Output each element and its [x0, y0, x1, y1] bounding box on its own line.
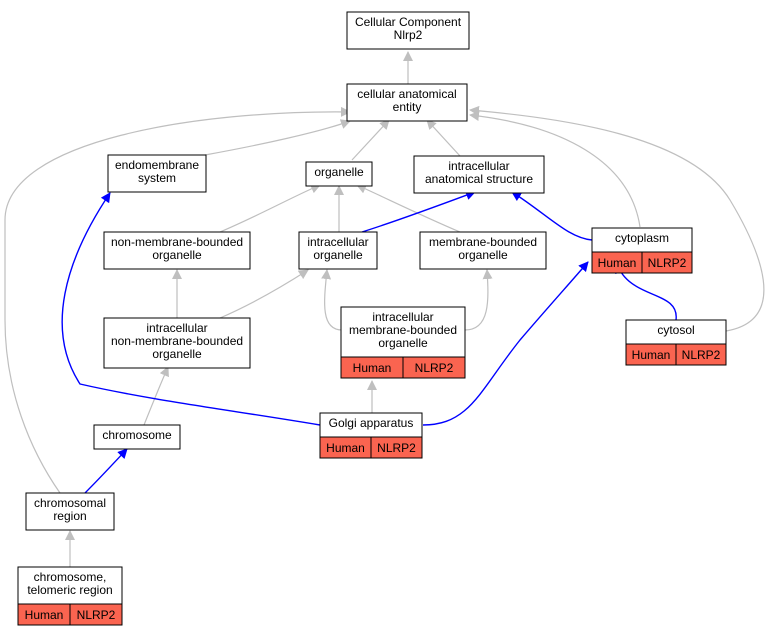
- node-label: endomembrane: [115, 158, 199, 172]
- annotation-label: Human: [353, 361, 392, 375]
- node-label: organelle: [458, 248, 508, 262]
- edge-chromregion-to-chromosome: [84, 448, 128, 494]
- edge-organelle-to-cae: [351, 119, 390, 161]
- node-organelle[interactable]: organelle: [305, 161, 373, 187]
- node-box: [17, 566, 123, 605]
- node-label: intracellular: [307, 235, 368, 249]
- edge-chromosome-to-inmbo: [143, 366, 169, 426]
- node-label: organelle: [378, 336, 428, 350]
- node-box: [346, 11, 470, 50]
- node-box: [103, 231, 251, 270]
- node-intracellular-membrane-bounded-organelle[interactable]: intracellularmembrane-boundedorganelleHu…: [340, 306, 466, 379]
- annotation-cell[interactable]: [402, 356, 466, 379]
- node-box: [625, 319, 727, 345]
- node-label: Cellular Component: [355, 15, 462, 29]
- node-box: [413, 155, 545, 194]
- node-intracellular-non-membrane-bounded-organelle[interactable]: intracellularnon-membrane-boundedorganel…: [103, 317, 251, 369]
- node-box: [107, 154, 207, 193]
- edge-cytosol-to-cytoplasm: [615, 263, 677, 321]
- node-label: region: [53, 509, 86, 523]
- node-label: entity: [393, 100, 422, 114]
- edge-ias-to-cae: [426, 119, 461, 157]
- edge-cytoplasm-to-ias: [511, 191, 593, 241]
- node-label: cytosol: [657, 323, 694, 337]
- node-label: chromosome: [102, 428, 172, 442]
- edge-endomembrane-to-cae: [204, 119, 351, 156]
- annotation-cell[interactable]: [641, 251, 693, 274]
- node-label: Golgi apparatus: [329, 416, 414, 430]
- node-label: organelle: [313, 248, 363, 262]
- edge-cytosol-to-cae: [469, 105, 765, 332]
- node-box: [419, 231, 547, 270]
- node-box: [305, 161, 373, 187]
- node-box: [340, 306, 466, 358]
- node-label: non-membrane-bounded: [111, 235, 243, 249]
- annotation-label: Human: [598, 256, 637, 270]
- annotation-label: NLRP2: [415, 361, 454, 375]
- node-label: organelle: [314, 165, 364, 179]
- node-label: membrane-bounded: [349, 323, 457, 337]
- node-chromosome[interactable]: chromosome: [93, 424, 181, 450]
- node-label: intracellular: [448, 159, 509, 173]
- annotation-label: Human: [326, 441, 365, 455]
- node-box: [298, 231, 378, 270]
- edge-cytoplasm-to-cae: [469, 111, 641, 228]
- node-box: [591, 227, 693, 253]
- edge-nmbo-to-organelle: [219, 183, 321, 233]
- annotation-label: NLRP2: [682, 348, 721, 362]
- edges-layer: [4, 51, 765, 567]
- node-box: [25, 492, 115, 531]
- annotation-cell[interactable]: [69, 603, 123, 626]
- node-label: chromosome,: [34, 570, 107, 584]
- node-label: anatomical structure: [425, 172, 533, 186]
- edge-imbo-to-mbo: [464, 269, 493, 331]
- node-label: cytoplasm: [615, 231, 669, 245]
- node-label: system: [138, 171, 176, 185]
- edge-mbo-to-organelle: [356, 184, 461, 233]
- node-label: intracellular: [372, 310, 433, 324]
- annotation-cell[interactable]: [370, 436, 423, 459]
- edge-io-to-ias: [361, 190, 476, 233]
- node-label: membrane-bounded: [429, 235, 537, 249]
- annotation-label: Human: [632, 348, 671, 362]
- node-box: [319, 412, 423, 438]
- edge-imbo-to-io: [321, 269, 343, 331]
- node-label: cellular anatomical: [357, 87, 456, 101]
- node-label: non-membrane-bounded: [111, 334, 243, 348]
- node-box: [103, 317, 251, 369]
- annotation-cell[interactable]: [675, 343, 727, 366]
- annotation-label: NLRP2: [77, 608, 116, 622]
- node-label: intracellular: [146, 321, 207, 335]
- node-box: [346, 83, 468, 122]
- edge-inmbo-to-io: [219, 269, 309, 319]
- node-label: organelle: [152, 248, 202, 262]
- node-label: Nlrp2: [394, 28, 423, 42]
- annotation-label: Human: [25, 608, 64, 622]
- node-label: telomeric region: [27, 583, 112, 597]
- edge-golgi-to-endomembrane: [61, 192, 321, 426]
- edge-golgi-to-cytoplasm: [422, 261, 589, 426]
- node-label: organelle: [152, 347, 202, 361]
- annotation-label: NLRP2: [377, 441, 416, 455]
- node-label: chromosomal: [34, 496, 106, 510]
- edge-chromregion-to-cae: [4, 106, 351, 494]
- node-box: [93, 424, 181, 450]
- annotation-label: NLRP2: [648, 256, 687, 270]
